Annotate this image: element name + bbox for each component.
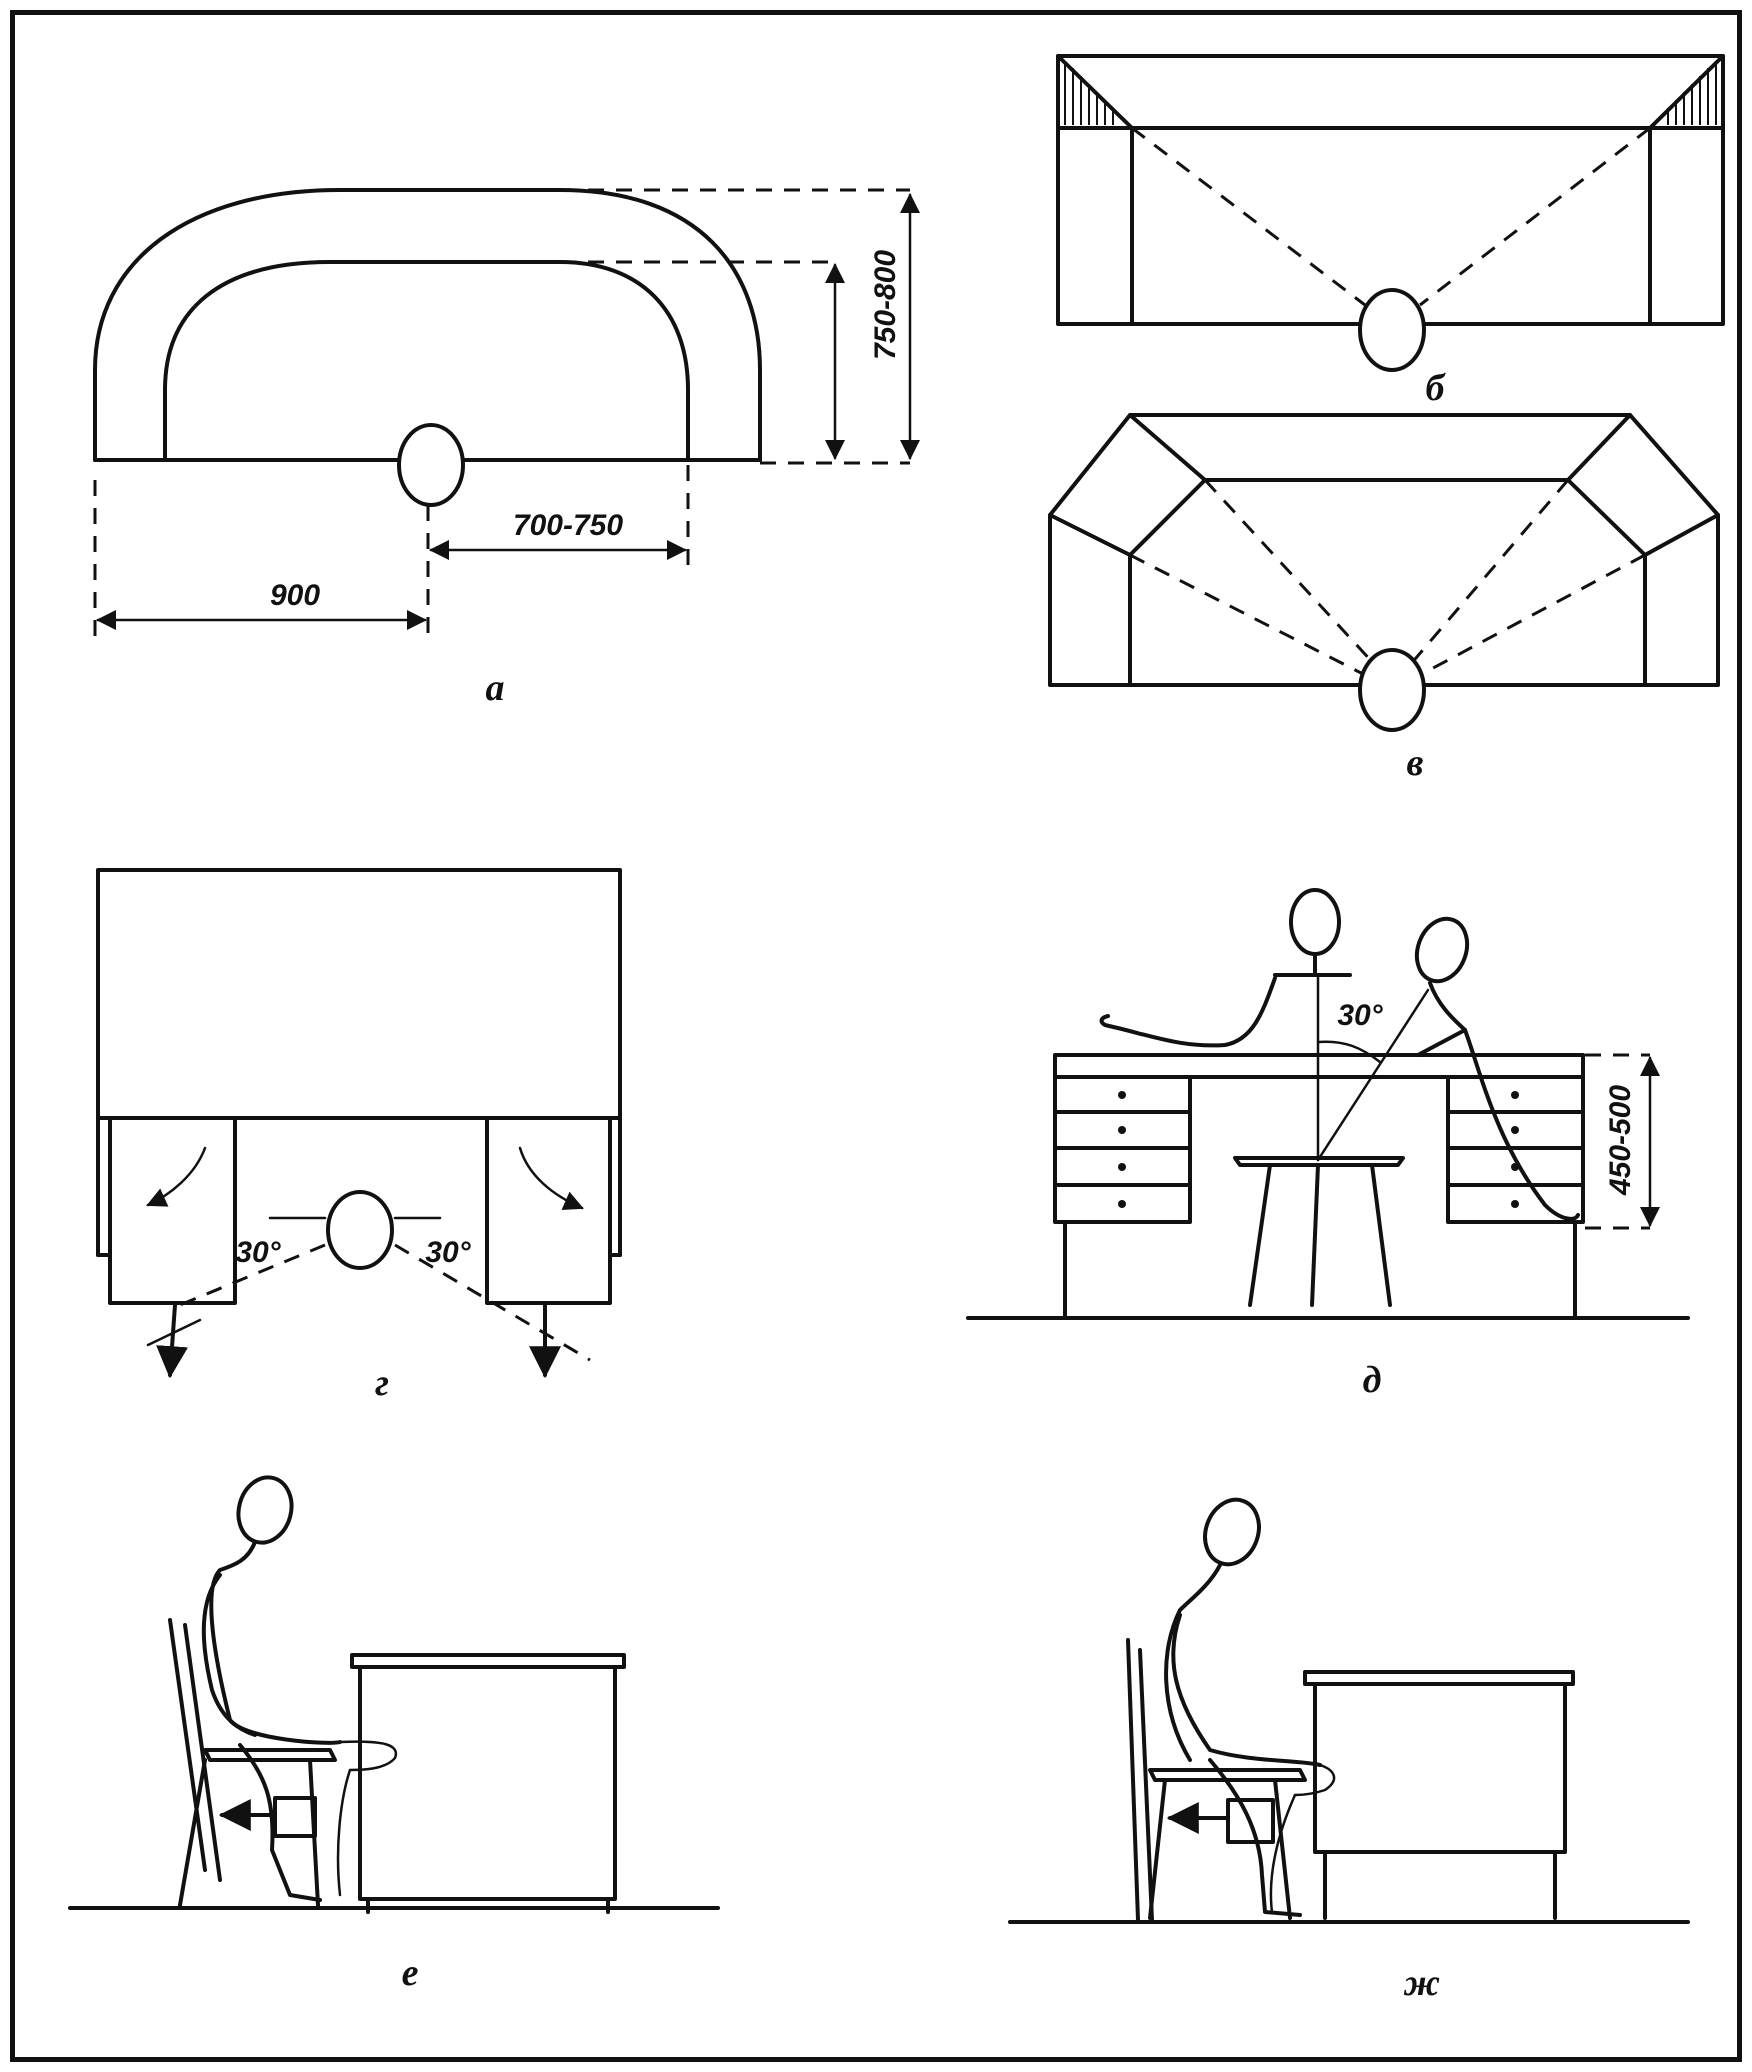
hatch-right xyxy=(1667,62,1717,125)
panel-v-angled-desk-plan: в xyxy=(1048,413,1720,784)
person-head-plan xyxy=(1358,288,1426,372)
dim-height-label: 750-800 xyxy=(869,250,902,360)
caption-zh: ж xyxy=(1403,1962,1440,2004)
panel-a-curved-desk-plan: 750-800 900 700-750 а xyxy=(93,188,920,709)
figure-frame xyxy=(10,10,1742,2062)
person-head-side xyxy=(1289,888,1341,956)
dim-right-label: 700-750 xyxy=(513,509,623,542)
angle-left-label: 30° xyxy=(235,1236,281,1269)
person-head-plan xyxy=(326,1190,394,1270)
chair-back xyxy=(1126,1638,1140,1922)
angle-right-label: 30° xyxy=(425,1236,471,1269)
desk-inner-edge xyxy=(163,260,690,462)
chair-seat xyxy=(203,1748,337,1762)
caption-g: г xyxy=(375,1362,389,1404)
chair-seat xyxy=(1148,1768,1307,1782)
person-head-plan xyxy=(397,423,465,507)
person-head-side-leaning xyxy=(1414,916,1470,984)
caption-a: а xyxy=(486,667,505,709)
person-head-side xyxy=(236,1475,294,1545)
panel-zh-seated-person-far: ж xyxy=(1008,1497,1690,2004)
caption-b: б xyxy=(1426,367,1447,409)
chair-back xyxy=(168,1618,207,1872)
caption-v: в xyxy=(1407,742,1424,784)
person-head-plan xyxy=(1358,648,1426,732)
hatch-left xyxy=(1064,62,1114,125)
person-head-side xyxy=(1203,1497,1261,1567)
dim-height-label: 450-500 xyxy=(1604,1085,1637,1196)
panel-d-desk-side-view: 30° 450-500 д xyxy=(966,888,1690,1401)
panel-e-seated-person-close: е xyxy=(68,1475,720,1994)
caption-d: д xyxy=(1363,1359,1382,1401)
panel-g-desk-with-drawers-plan: 30° 30° г xyxy=(96,868,622,1404)
desk-outer-edge xyxy=(93,188,762,462)
dim-left-label: 900 xyxy=(270,579,320,612)
caption-e: е xyxy=(402,1952,419,1994)
angle-label: 30° xyxy=(1337,999,1383,1032)
panel-b-straight-desk-plan: б xyxy=(1056,54,1725,409)
